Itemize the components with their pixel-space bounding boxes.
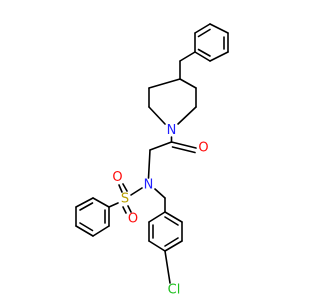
atom-n-sulfonamide: N <box>144 178 154 193</box>
molecule-structure: N O N S O O Cl <box>75 23 229 298</box>
phenyl-ring-bond <box>75 197 94 208</box>
chlorophenyl-ring-bond <box>148 211 166 223</box>
phenyl-ring-bond <box>92 197 110 208</box>
n-s-bond <box>130 187 143 196</box>
chlorophenyl-ring-bond <box>164 211 183 223</box>
chlorophenyl-ring-double-bond <box>164 237 179 247</box>
atom-o-sulfonyl-1: O <box>112 170 122 185</box>
phenyl-ring-bond <box>92 225 110 237</box>
chlorophenyl-ring-bond <box>148 240 166 252</box>
chlorophenyl-ring-double-bond <box>164 216 179 226</box>
atom-o-sulfonyl-2: O <box>128 212 138 227</box>
s-phenyl-bond <box>108 202 119 208</box>
ch2-bond <box>149 141 173 151</box>
chlorophenyl-ring-bond <box>164 240 183 252</box>
piperidine-bond <box>179 78 197 89</box>
phenyl-ring-double-bond <box>79 222 94 232</box>
atom-n-piperidine: N <box>167 123 177 138</box>
atom-cl: Cl <box>168 283 181 298</box>
benzyl-ring-bond <box>194 23 211 34</box>
s-o-bond <box>122 183 128 192</box>
carbonyl-double-bond <box>171 146 196 154</box>
s-o-bond <box>127 205 132 213</box>
piperidine-bond <box>148 78 181 89</box>
s-o-bond <box>122 206 127 214</box>
phenyl-ring-bond <box>75 225 94 237</box>
benzyl-ring-double-bond <box>197 48 211 57</box>
carbonyl-c-o-bond <box>170 141 197 149</box>
aryl-cl-bond <box>164 250 171 284</box>
benzyl-ring-double-bond <box>197 28 211 38</box>
atom-label-layer: N O N S O O Cl <box>112 123 208 298</box>
phenyl-ring-double-bond <box>79 202 94 211</box>
benzyl-ring-bond <box>194 51 211 62</box>
piperidine-bond <box>148 106 166 125</box>
bond-layer <box>75 23 229 284</box>
benzyl-ring-bond <box>209 51 229 62</box>
benzyl-ring-bond <box>209 23 229 34</box>
ch2-n-bond <box>147 149 151 179</box>
benzylic-bond <box>179 51 196 62</box>
piperidine-bond <box>177 106 197 125</box>
s-o-bond <box>118 184 123 193</box>
atom-s: S <box>121 192 129 207</box>
atom-o-carbonyl: O <box>198 141 208 156</box>
n-ch2-bond <box>154 188 166 199</box>
